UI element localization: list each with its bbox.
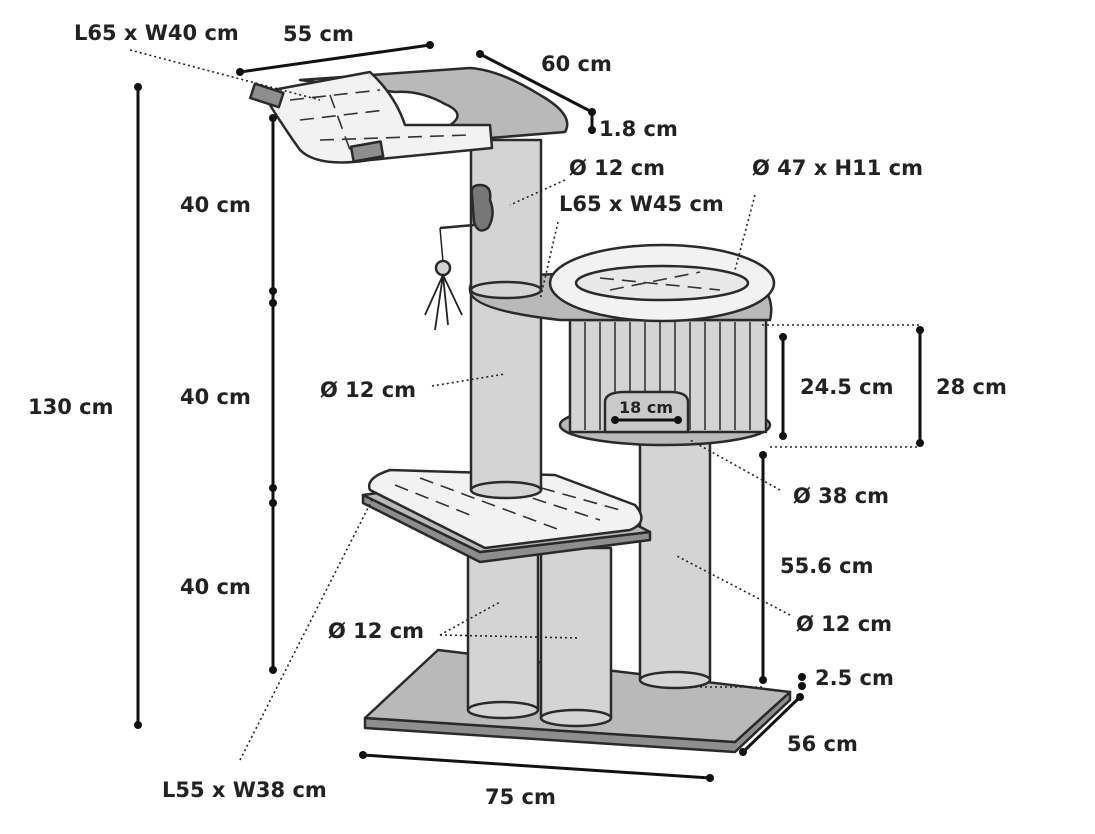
lower-left-post bbox=[466, 538, 540, 720]
label-base-depth: 56 cm bbox=[787, 732, 858, 756]
dim-entrance bbox=[611, 416, 682, 424]
dim-board-thickness bbox=[588, 114, 596, 134]
label-cave-height-inner: 24.5 cm bbox=[800, 375, 893, 399]
lower-front-post bbox=[539, 546, 613, 728]
lower-platform bbox=[361, 468, 652, 564]
dim-segments bbox=[269, 114, 277, 674]
dim-top-width bbox=[236, 41, 434, 76]
dim-right-post bbox=[690, 451, 767, 688]
bed bbox=[548, 243, 776, 323]
label-bed-size: Ø 47 x H11 cm bbox=[752, 156, 923, 180]
label-hammock-size: L65 x W40 cm bbox=[74, 21, 239, 45]
label-cave-height-outer: 28 cm bbox=[936, 375, 1007, 399]
toy-ball-icon bbox=[424, 183, 494, 331]
label-right-post-height: 55.6 cm bbox=[780, 554, 873, 578]
hammock bbox=[249, 70, 494, 164]
label-base-thickness: 2.5 cm bbox=[815, 666, 894, 690]
dim-cave-inner bbox=[779, 333, 787, 440]
label-lower-platform: L55 x W38 cm bbox=[162, 778, 327, 802]
label-cave-entrance: 18 cm bbox=[619, 398, 673, 417]
label-segment-top: 40 cm bbox=[180, 193, 251, 217]
dim-base-width bbox=[359, 751, 714, 782]
label-post-diameter-lower: Ø 12 cm bbox=[328, 619, 424, 643]
label-middle-platform: L65 x W45 cm bbox=[559, 192, 724, 216]
dim-base-depth bbox=[739, 693, 804, 756]
dim-top-depth bbox=[476, 50, 596, 116]
dim-cave-outer bbox=[762, 324, 924, 448]
label-top-width: 55 cm bbox=[283, 22, 354, 46]
label-post-diameter-right: Ø 12 cm bbox=[796, 612, 892, 636]
label-cave-diameter: Ø 38 cm bbox=[793, 484, 889, 508]
right-post bbox=[638, 438, 712, 690]
dim-total-height bbox=[134, 83, 142, 729]
cave bbox=[558, 318, 772, 447]
label-segment-middle: 40 cm bbox=[180, 385, 251, 409]
label-segment-bottom: 40 cm bbox=[180, 575, 251, 599]
middle-post bbox=[469, 288, 543, 500]
dim-base-thickness bbox=[798, 673, 806, 690]
label-post-diameter-middle: Ø 12 cm bbox=[320, 378, 416, 402]
label-post-diameter-upper: Ø 12 cm bbox=[569, 156, 665, 180]
leader-lines bbox=[129, 49, 791, 761]
label-board-thickness: 1.8 cm bbox=[599, 117, 678, 141]
label-top-depth: 60 cm bbox=[541, 52, 612, 76]
label-base-width: 75 cm bbox=[485, 785, 556, 809]
label-total-height: 130 cm bbox=[28, 395, 113, 419]
